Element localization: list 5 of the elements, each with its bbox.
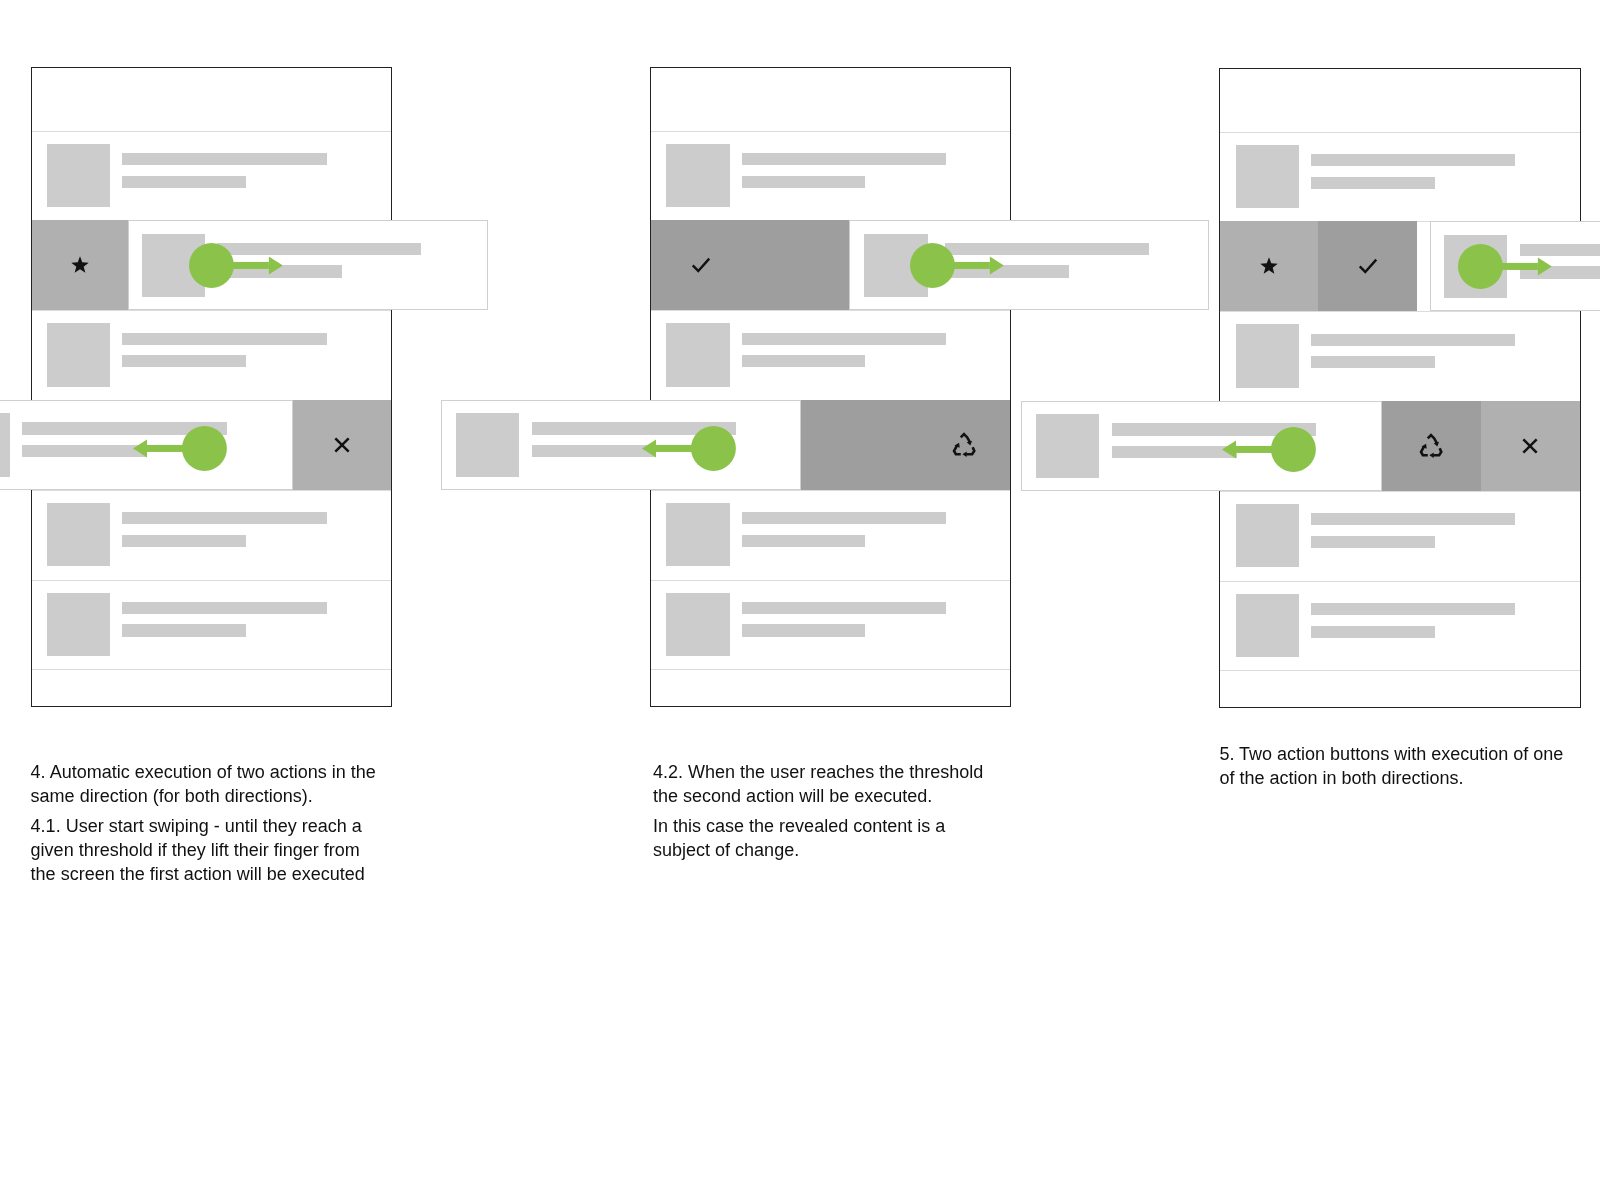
caption-text: 4. Automatic execution of two actions in the same direction (for both directions).	[30, 761, 377, 809]
caption-text: 4.2. When the user reaches the threshold the second action will be executed.	[653, 761, 985, 809]
caption-text: In this case the revealed content is a subject of change.	[653, 815, 947, 863]
caption-text: 5. Two action buttons with execution of one of the action in both directions.	[1219, 742, 1565, 790]
caption-text: 4.1. User start swiping - until they reach a given threshold if they lift their finger from the screen the first action will be executed	[30, 815, 366, 887]
